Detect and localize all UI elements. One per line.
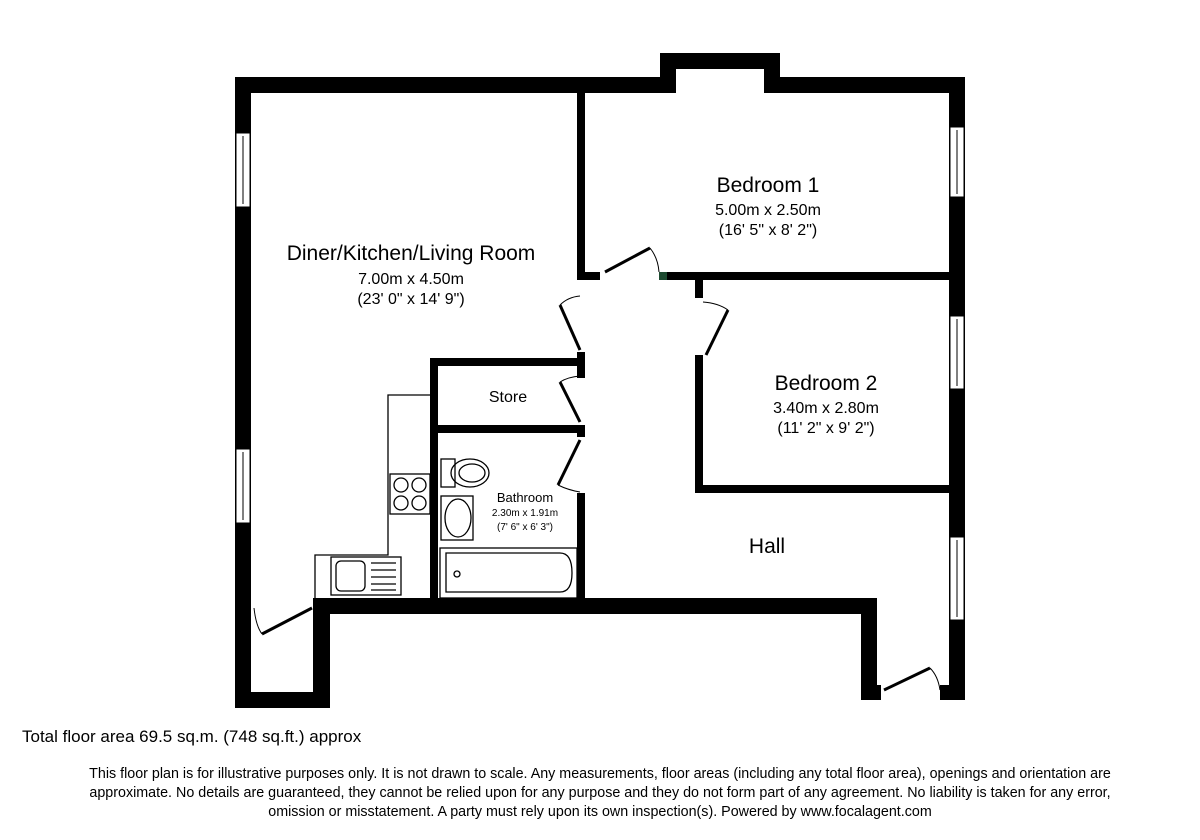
hob-icon [389, 473, 431, 515]
kitchen-counter [314, 394, 430, 598]
room-labels: Diner/Kitchen/Living Room 7.00m x 4.50m … [287, 174, 879, 558]
total-floor-area: Total floor area 69.5 sq.m. (748 sq.ft.)… [22, 727, 362, 746]
door-living [558, 295, 582, 351]
bedroom2-metric: 3.40m x 2.80m [773, 400, 879, 417]
window [235, 448, 251, 524]
bedroom2-imperial: (11' 2" x 9' 2") [777, 420, 874, 437]
bathroom-imperial: (7' 6" x 6' 3") [497, 522, 553, 533]
door-entrance [883, 666, 941, 692]
hall-name: Hall [749, 535, 785, 558]
doors [253, 246, 941, 692]
store-name: Store [489, 389, 527, 406]
fixtures [314, 394, 578, 599]
basin-icon [440, 495, 474, 541]
bathroom-metric: 2.30m x 1.91m [492, 508, 558, 519]
living-room-name: Diner/Kitchen/Living Room [287, 242, 536, 265]
sink-icon [330, 556, 402, 596]
disclaimer-line: This floor plan is for illustrative purp… [89, 766, 1111, 782]
door-bedroom2 [702, 301, 730, 356]
window [949, 126, 965, 198]
bedroom1-imperial: (16' 5" x 8' 2") [719, 222, 817, 239]
disclaimer-line: approximate. No details are guaranteed, … [89, 785, 1111, 801]
door-lobby [253, 606, 313, 636]
living-room-metric: 7.00m x 4.50m [358, 271, 464, 288]
bathroom-name: Bathroom [497, 490, 553, 505]
door-store [558, 375, 582, 423]
bedroom2-name: Bedroom 2 [775, 372, 878, 395]
living-room-imperial: (23' 0" x 14' 9") [357, 291, 464, 308]
disclaimer-line: omission or misstatement. A party must r… [268, 804, 932, 820]
window [235, 132, 251, 208]
door-bedroom1 [604, 246, 667, 280]
disclaimer: This floor plan is for illustrative purp… [10, 765, 1190, 822]
bedroom1-name: Bedroom 1 [717, 174, 820, 197]
bedroom1-metric: 5.00m x 2.50m [715, 202, 821, 219]
bath-icon [439, 547, 578, 599]
windows [235, 126, 965, 621]
toilet-icon [440, 458, 490, 488]
floor-plan: Diner/Kitchen/Living Room 7.00m x 4.50m … [235, 53, 965, 708]
window [949, 536, 965, 621]
door-bathroom [556, 439, 582, 493]
window [949, 315, 965, 390]
